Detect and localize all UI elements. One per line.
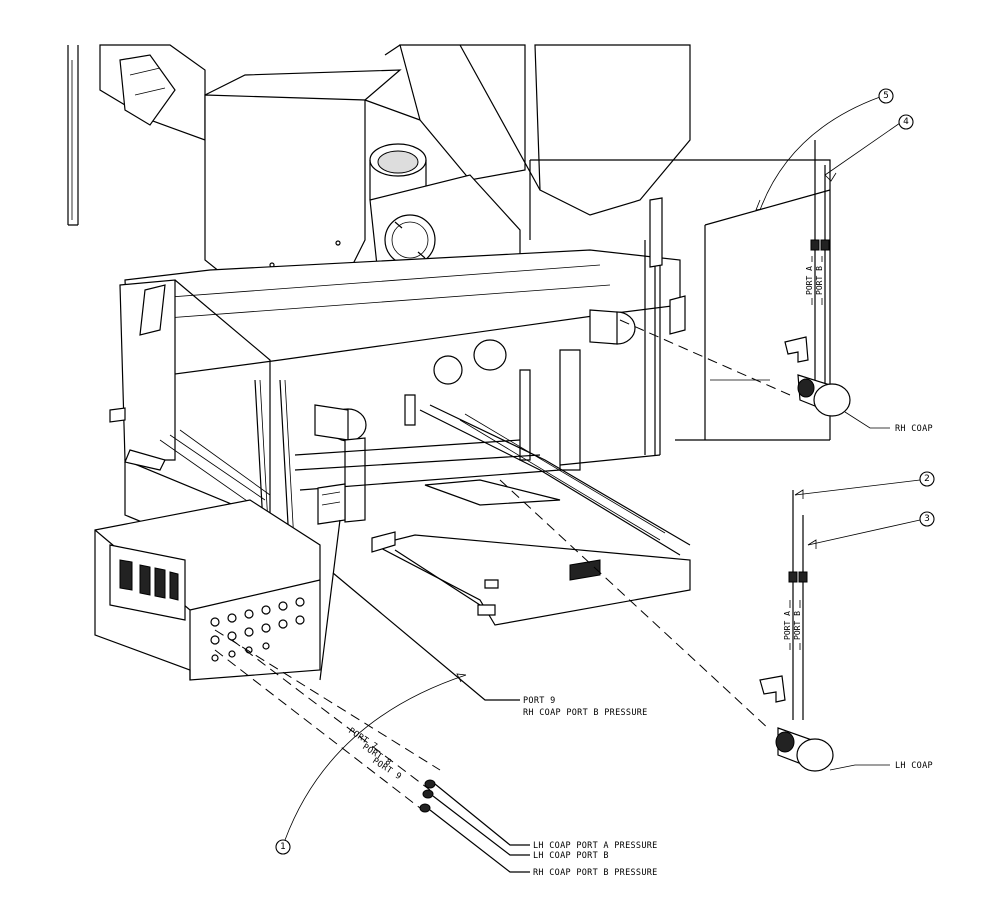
rh-coap-port-b-pressure-label: RH COAP PORT B PRESSURE	[533, 868, 658, 878]
svg-text:5: 5	[883, 91, 889, 101]
rh-coap-assembly	[784, 140, 851, 417]
control-panel-box	[94, 499, 321, 681]
lh-port-b-label: PORT B	[793, 611, 802, 640]
svg-text:4: 4	[903, 117, 909, 127]
svg-text:1: 1	[280, 842, 286, 852]
rh-port-b-label: PORT B	[815, 266, 824, 295]
lower-hose-fittings	[419, 779, 530, 873]
port9-callout-line1: PORT 9	[523, 696, 556, 706]
balloon-3: 3	[919, 511, 935, 527]
balloon-4: 4	[898, 114, 914, 130]
lh-coap-assembly	[759, 490, 834, 772]
balloon-5: 5	[878, 88, 894, 104]
port9-callout-line2: RH COAP PORT B PRESSURE	[523, 708, 648, 718]
routing-lines	[214, 319, 791, 809]
lh-coap-label: LH COAP	[895, 761, 933, 771]
callout-leaders	[284, 96, 921, 841]
lh-coap-port-b-label: LH COAP PORT B	[533, 851, 609, 861]
lh-coap-port-a-pressure-label: LH COAP PORT A PRESSURE	[533, 841, 658, 851]
rh-port-a-label: PORT A	[805, 266, 814, 295]
actuator-group	[314, 309, 636, 442]
machine-assembly	[67, 44, 831, 681]
balloon-2: 2	[919, 471, 935, 487]
balloon-1: 1	[275, 839, 291, 855]
svg-text:2: 2	[924, 474, 930, 484]
svg-text:3: 3	[924, 514, 930, 524]
lh-port-a-label: PORT A	[783, 611, 792, 640]
rh-coap-label: RH COAP	[895, 424, 933, 434]
port-grid	[210, 597, 305, 662]
